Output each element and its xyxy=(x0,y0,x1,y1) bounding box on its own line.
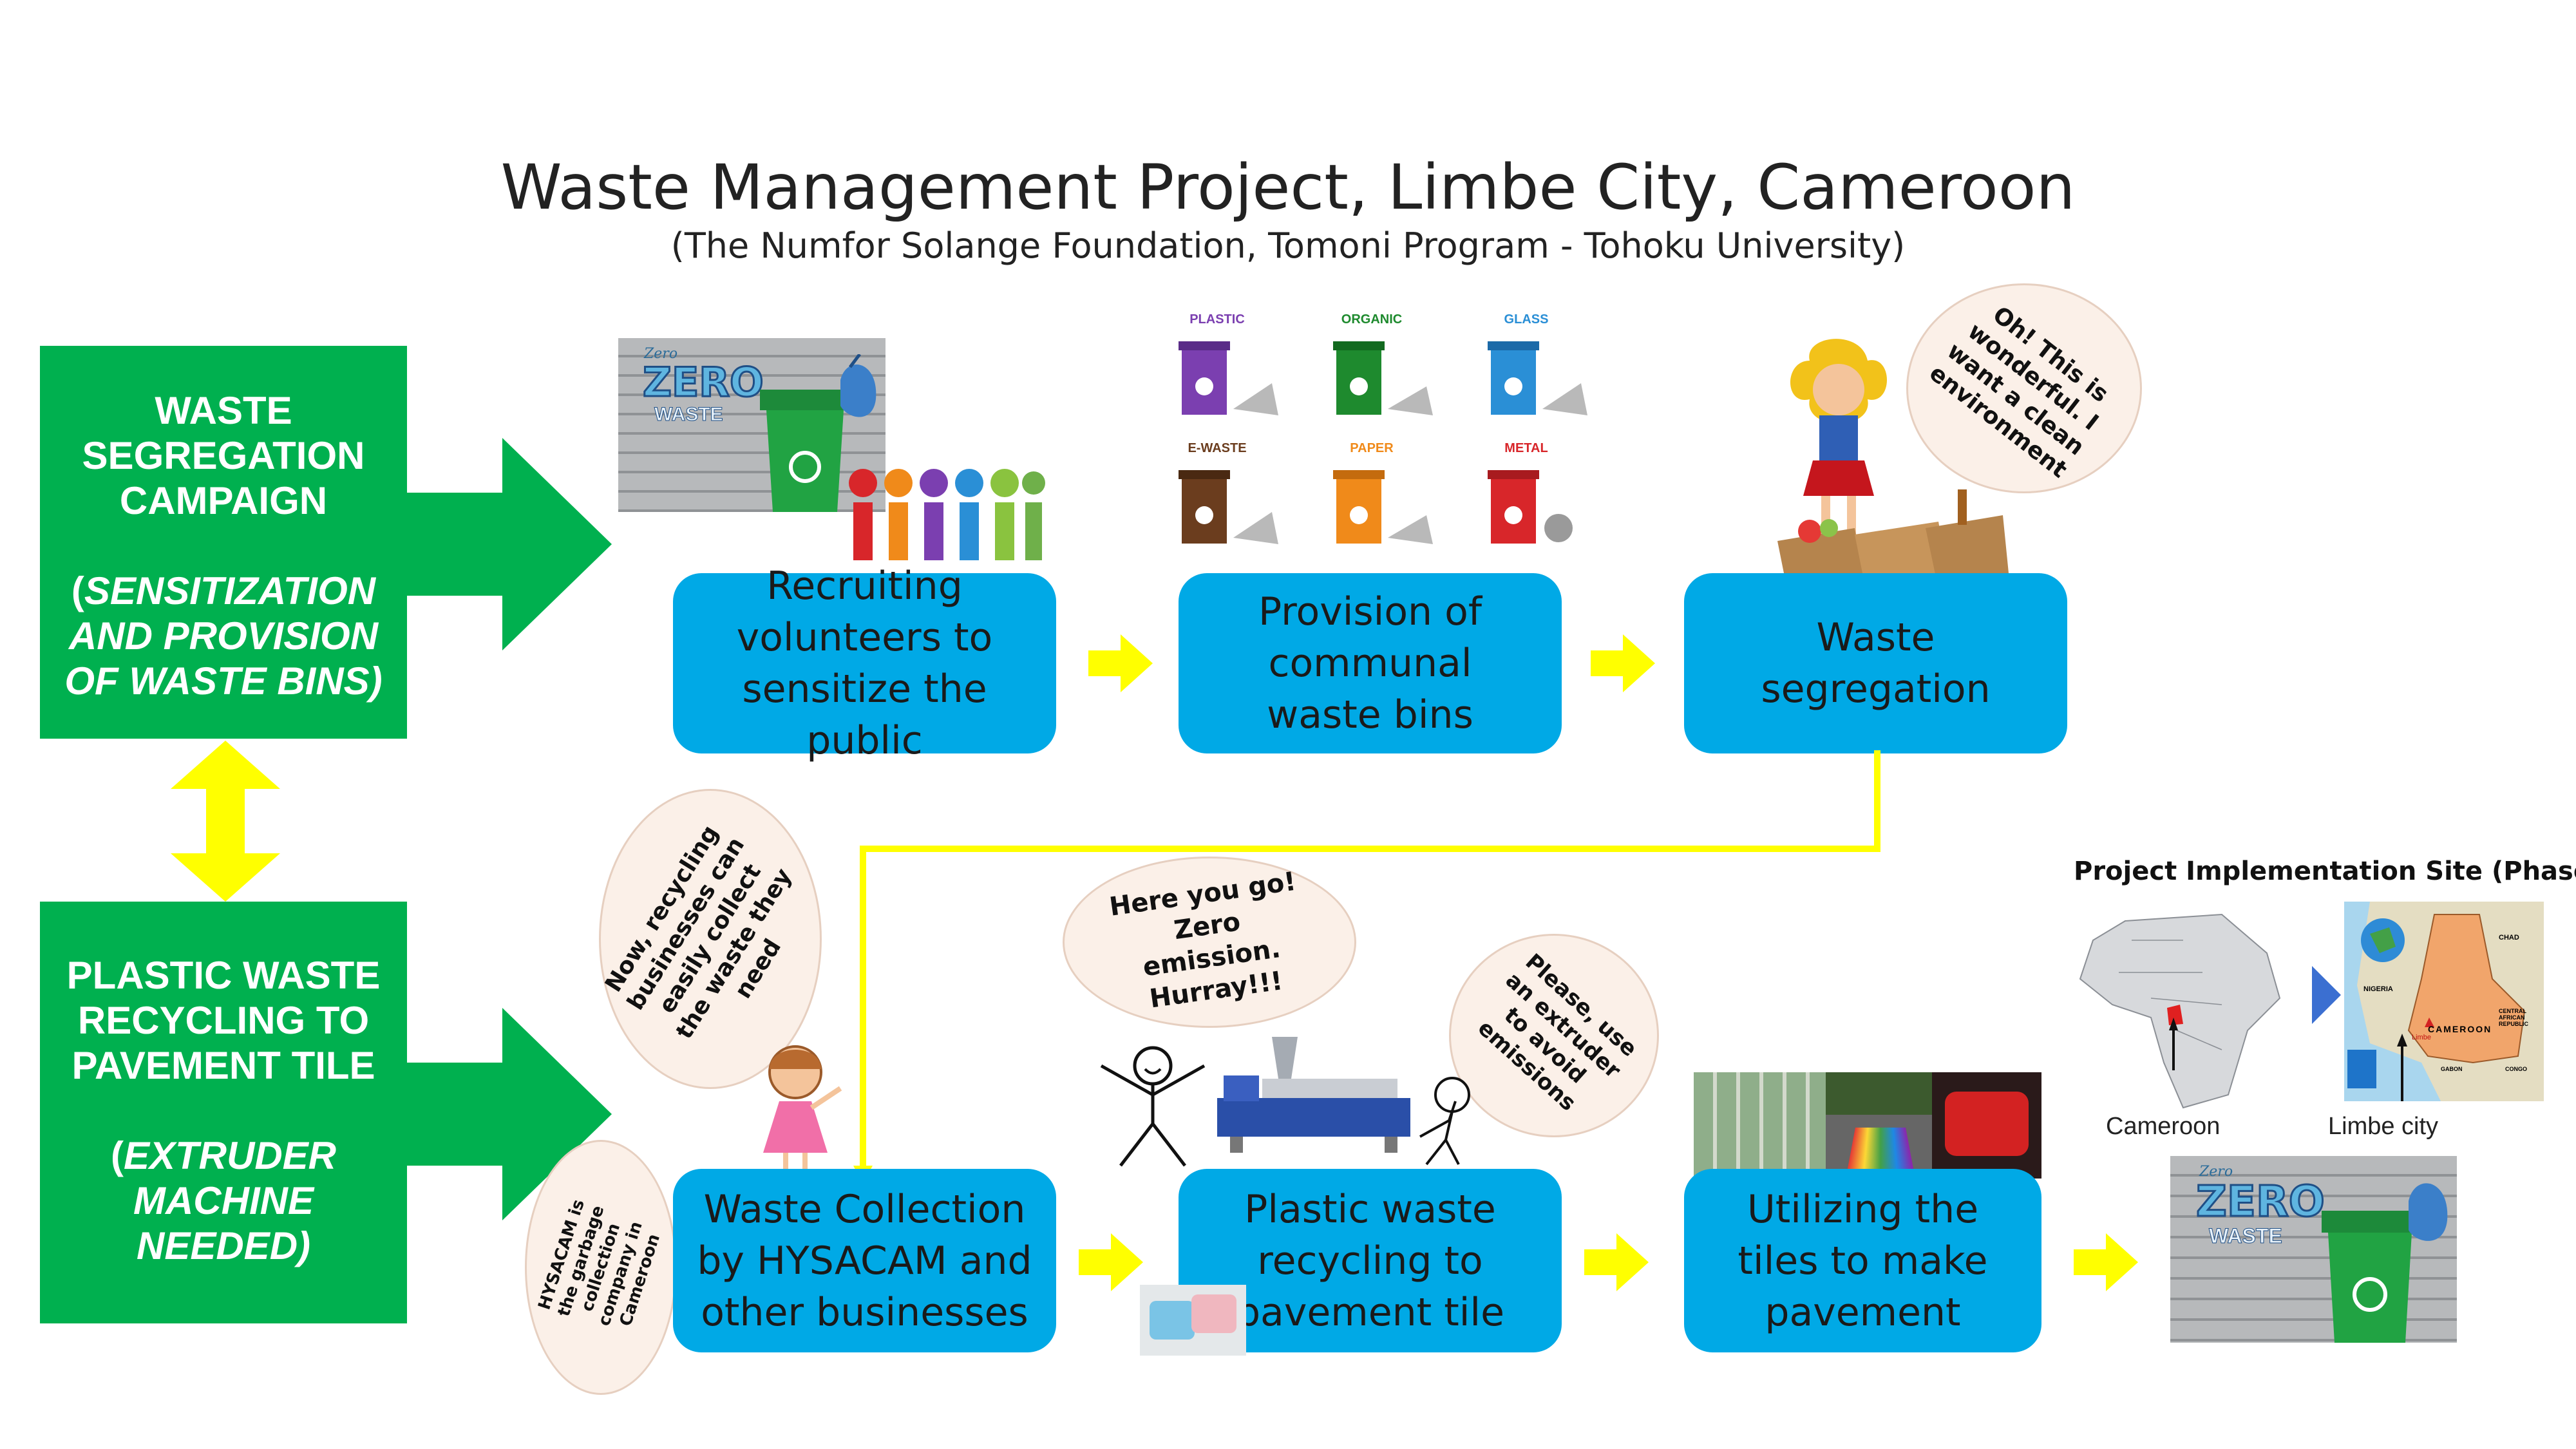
map-word-car: CENTRAL AFRICAN REPUBLIC xyxy=(2499,1008,2529,1027)
happy-stick-figure xyxy=(1100,1046,1206,1167)
recycling-note-line-1: EXTRUDER xyxy=(123,1134,336,1177)
volunteers-icon xyxy=(849,469,1045,560)
site-heading: Project Implementation Site (Phase I) xyxy=(2074,857,2576,886)
worried-stick-figure xyxy=(1419,1077,1470,1166)
bin-label-glass: GLASS xyxy=(1504,312,1549,327)
green-arrow-bottom xyxy=(399,1008,612,1220)
recycling-line-2: RECYCLING TO xyxy=(77,999,370,1042)
cameroon-map: CHAD NIGERIA CAMEROON Limbe CENTRAL AFRI… xyxy=(2344,902,2544,1101)
bin-label-metal: METAL xyxy=(1504,441,1548,455)
step-segregation-label: Waste segregation xyxy=(1761,615,1991,712)
speech-bubble-recycling-businesses: Now, recycling businesses can easily col… xyxy=(599,789,822,1089)
map-word-gabon: GABON xyxy=(2441,1066,2463,1072)
extruder-machine-icon xyxy=(1217,1037,1410,1153)
step-recruiting-volunteers: Recruiting volunteers to sensitize the p… xyxy=(673,564,1056,763)
bubble-hysacam-text: HYSACAM is the garbage collection compan… xyxy=(535,1197,665,1329)
waste-bins-grid: PLASTIC ORGANIC GLASS E-WASTE PAPER META… xyxy=(1162,312,1613,551)
bin-label-organic: ORGANIC xyxy=(1341,312,1403,327)
waste-segregation-campaign-box: WASTE SEGREGATION CAMPAIGN (SENSITIZATIO… xyxy=(40,346,407,739)
speech-bubble-extruder: Please, use an extruder to avoid emissio… xyxy=(1449,934,1659,1137)
sample-tiles-photo xyxy=(1140,1285,1246,1356)
zero-waste-word-2: WASTE xyxy=(2209,1224,2283,1248)
zero-waste-image-top: Zero ZERO WASTE xyxy=(618,338,886,512)
green-bin-icon xyxy=(760,354,876,512)
small-girl-illustration xyxy=(763,1045,842,1171)
campaign-line-2: SEGREGATION xyxy=(82,434,365,477)
green-arrow-top xyxy=(399,438,612,650)
double-arrow-icon xyxy=(171,741,280,902)
campaign-note-line-2: AND PROVISION xyxy=(68,614,379,658)
step-recruiting-label: Recruiting volunteers to sensitize the p… xyxy=(736,564,993,763)
bubble-clean-environment-text: Oh! This is wonderful. I want a clean en… xyxy=(1924,301,2114,484)
pavement-photo-green-grid xyxy=(1694,1072,1826,1179)
recycling-line-3: PAVEMENT TILE xyxy=(71,1044,375,1087)
campaign-note-line-3: OF WASTE BINS) xyxy=(64,659,383,703)
map-word-limbe: Limbe xyxy=(2412,1034,2431,1041)
recycling-line-1: PLASTIC WASTE xyxy=(66,954,381,997)
pavement-photo-rainbow xyxy=(1826,1072,1932,1179)
bins-drawing xyxy=(1179,341,1587,544)
zero-waste-big-text: ZERO xyxy=(642,358,765,407)
step-provision-bins: Provision of communal waste bins xyxy=(1179,573,1562,753)
page-subtitle: (The Numfor Solange Foundation, Tomoni P… xyxy=(670,225,1906,266)
map-word-chad: CHAD xyxy=(2499,934,2519,942)
campaign-note-line-1: SENSITIZATION xyxy=(84,569,376,612)
bin-label-paper: PAPER xyxy=(1350,441,1394,455)
zero-waste-image-bottom: Zero ZERO WASTE xyxy=(2170,1156,2457,1343)
map-word-nigeria: NIGERIA xyxy=(2363,985,2393,993)
campaign-note-open: ( xyxy=(71,569,84,612)
yellow-arrow-5 xyxy=(2074,1233,2138,1291)
recycling-note-line-2: MACHINE xyxy=(133,1179,314,1222)
africa-map xyxy=(2079,913,2281,1109)
recycling-note-open: ( xyxy=(110,1134,124,1177)
green-bin-icon-2 xyxy=(2322,1183,2448,1343)
zero-waste-big-text-2: ZERO xyxy=(2195,1176,2326,1227)
cameroon-label: Cameroon xyxy=(2106,1113,2221,1140)
zero-waste-small-text: Zero xyxy=(644,346,678,362)
bin-label-plastic: PLASTIC xyxy=(1189,312,1245,327)
step-utilizing-label: Utilizing the tiles to make pavement xyxy=(1738,1186,1988,1335)
bin-label-ewaste: E-WASTE xyxy=(1188,441,1247,455)
zero-waste-small-text-2: Zero xyxy=(2199,1164,2233,1180)
yellow-arrow-1 xyxy=(1088,634,1153,692)
campaign-line-3: CAMPAIGN xyxy=(119,479,328,522)
pavement-photos xyxy=(1694,1072,2041,1179)
page-title: Waste Management Project, Limbe City, Ca… xyxy=(500,151,2076,223)
yellow-arrow-3 xyxy=(1079,1233,1143,1291)
zero-waste-word: WASTE xyxy=(654,404,724,426)
bubble-zero-emission-text: Here you go! Zero emission. Hurray!!! xyxy=(1107,866,1298,1014)
limbe-city-label: Limbe city xyxy=(2328,1113,2439,1140)
speech-bubble-zero-emission: Here you go! Zero emission. Hurray!!! xyxy=(1063,857,1356,1028)
step-utilizing-tiles: Utilizing the tiles to make pavement xyxy=(1684,1169,2041,1352)
plastic-recycling-box: PLASTIC WASTE RECYCLING TO PAVEMENT TILE… xyxy=(40,902,407,1323)
map-word-cameroon: CAMEROON xyxy=(2428,1024,2492,1034)
step-waste-collection: Waste Collection by HYSACAM and other bu… xyxy=(673,1169,1056,1352)
yellow-arrow-2 xyxy=(1591,634,1655,692)
blue-pointer-arrow xyxy=(2312,966,2341,1024)
recycling-note-line-3: NEEDED) xyxy=(136,1224,311,1267)
speech-bubble-hysacam: HYSACAM is the garbage collection compan… xyxy=(525,1140,677,1395)
step-collection-label: Waste Collection by HYSACAM and other bu… xyxy=(697,1186,1032,1335)
bubble-recycling-businesses-text: Now, recycling businesses can easily col… xyxy=(600,820,797,1044)
step-waste-segregation: Waste segregation xyxy=(1684,573,2067,753)
speech-bubble-clean-environment: Oh! This is wonderful. I want a clean en… xyxy=(1906,283,2142,493)
step-provision-label: Provision of communal waste bins xyxy=(1258,589,1482,737)
step-recycling-label: Plastic waste recycling to pavement tile xyxy=(1235,1186,1505,1335)
map-word-congo: CONGO xyxy=(2505,1066,2528,1072)
campaign-line-1: WASTE xyxy=(155,389,292,432)
pavement-photo-red-tile xyxy=(1932,1072,2041,1179)
yellow-arrow-4 xyxy=(1584,1233,1649,1291)
